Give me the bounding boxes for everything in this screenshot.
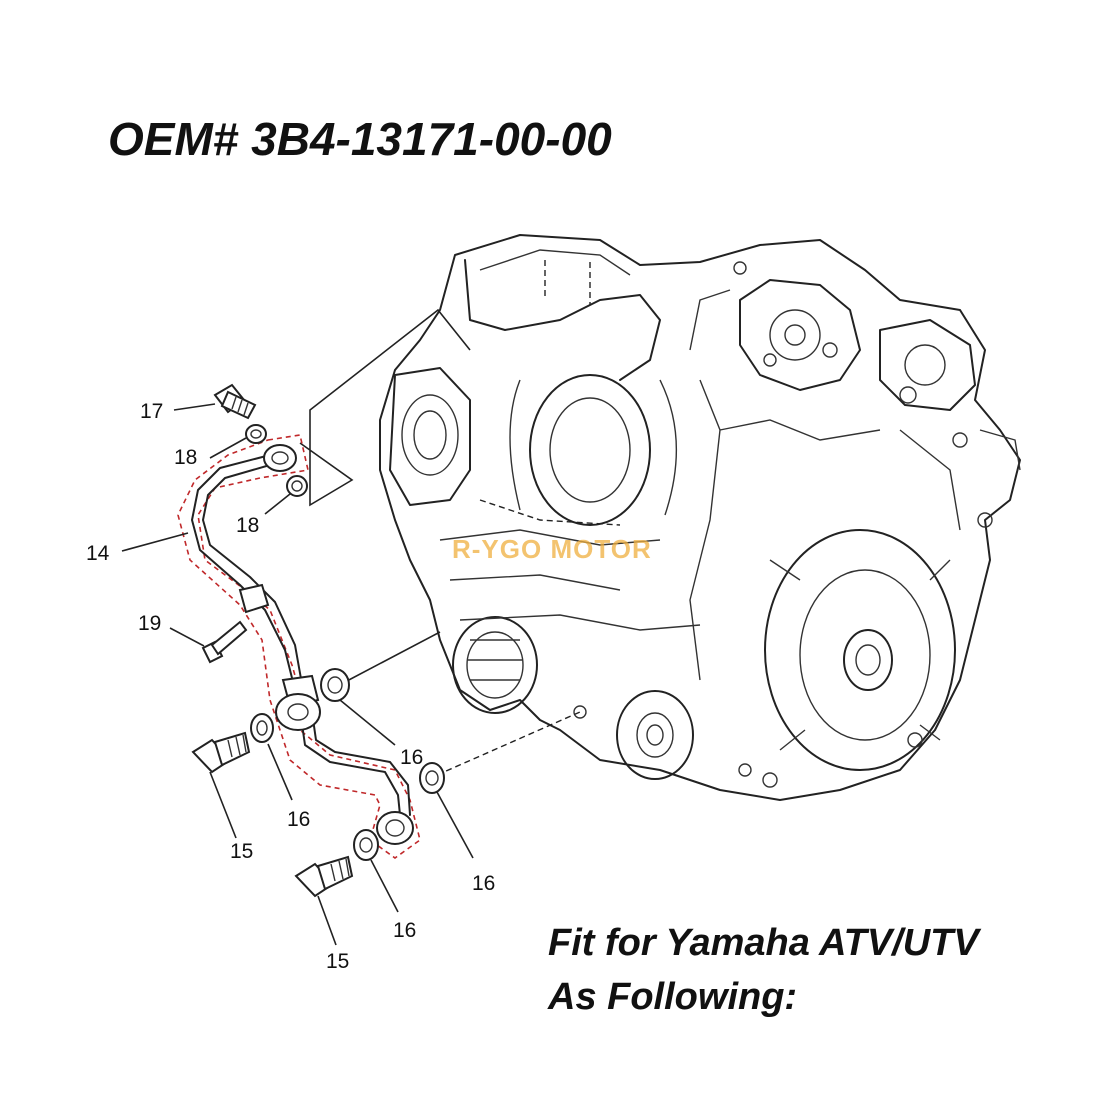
callout-19: 19 <box>138 612 161 635</box>
banjo-bolt-15-upper <box>191 731 251 774</box>
page-title: OEM# 3B4-13171-00-00 <box>108 113 612 165</box>
oil-pipe-14 <box>177 434 421 859</box>
washer-16-b <box>250 713 274 743</box>
fitment-line-1: Fit for Yamaha ATV/UTV <box>548 922 979 964</box>
washer-16-a <box>320 668 350 702</box>
callout-18-bottom: 18 <box>236 514 259 537</box>
callout-15-upper: 15 <box>230 840 253 863</box>
callout-16-a: 16 <box>400 746 423 769</box>
routing-lines <box>299 308 581 776</box>
callout-14: 14 <box>86 542 110 565</box>
callout-15-lower: 15 <box>326 950 349 973</box>
callout-16-c: 16 <box>472 872 495 895</box>
washer-16-c <box>419 762 445 794</box>
callout-18-top: 18 <box>174 446 197 469</box>
banjo-bolt-15-lower <box>294 855 354 898</box>
fitment-line-2: As Following: <box>548 976 798 1018</box>
bolt-17 <box>213 383 257 420</box>
callout-16-b: 16 <box>287 808 310 831</box>
washer-16-d <box>353 829 379 861</box>
fitment-text: Fit for Yamaha ATV/UTV As Following: <box>548 916 979 1024</box>
callout-leaders <box>121 403 474 946</box>
callout-labels: 17 18 18 14 19 16 16 15 16 16 15 <box>86 400 495 973</box>
washer-18-top <box>245 424 267 444</box>
callout-16-d: 16 <box>393 919 416 942</box>
engine-block <box>379 234 1021 801</box>
watermark: R-YGO MOTOR <box>452 534 652 564</box>
screw-19 <box>201 620 248 664</box>
washer-18-bottom <box>286 475 308 497</box>
callout-17: 17 <box>140 400 163 423</box>
